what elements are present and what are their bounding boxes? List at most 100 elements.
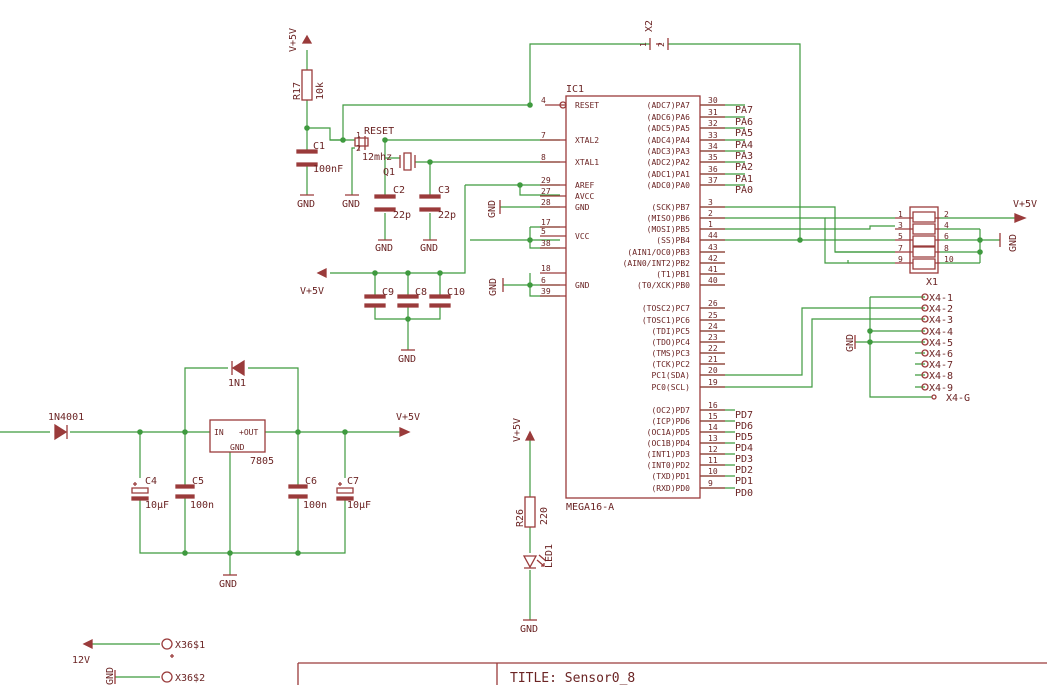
- d-in-ref: 1N4001: [48, 412, 84, 423]
- ic1-pin-name: (ADC7)PA7: [647, 101, 691, 110]
- ic1-pin-number: 17: [541, 218, 551, 227]
- ic1-pin-name: (TDI)PC5: [651, 327, 690, 336]
- ic1-pin-name: (RXD)PD0: [651, 484, 690, 493]
- vcc-label-supply: V+5V: [396, 412, 420, 423]
- x4-pin-label: X4-4: [929, 327, 953, 338]
- x2-pin2: 2: [657, 42, 666, 47]
- ic1-pin-name: (ICP)PD6: [651, 417, 690, 426]
- ic1-ref: IC1: [566, 84, 584, 95]
- gnd-label-x1: GND: [1008, 234, 1019, 252]
- x1-pin-number: 9: [898, 255, 903, 264]
- d1-ref: 1N1: [228, 378, 246, 389]
- c1-ref: C1: [313, 141, 325, 152]
- ic1-pin-number: 13: [708, 434, 718, 443]
- ic1-pin-name: (OC2)PD7: [651, 406, 690, 415]
- x1-ref: X1: [926, 277, 938, 288]
- x1-pin-number: 10: [944, 255, 954, 264]
- net-label: PA5: [735, 128, 753, 139]
- x4-pin-mark: [921, 293, 929, 301]
- ic1-pin-name: PC1(SDA): [651, 371, 690, 380]
- c4-ref: C4: [145, 476, 157, 487]
- ic1-pin-number: 28: [541, 198, 551, 207]
- vin-label: 12V: [72, 655, 90, 666]
- gnd-label-c2: GND: [375, 243, 393, 254]
- ic1-pin-name: (T0/XCK)PB0: [637, 281, 690, 290]
- ic1-pin-name: (SS)PB4: [656, 236, 690, 245]
- ic1-pin-number: 4: [541, 96, 546, 105]
- c1: C1 100nF: [296, 141, 343, 175]
- reset-pin2: 2: [356, 144, 361, 153]
- ic1-pin-name: VCC: [575, 232, 590, 241]
- ic1-pin-name: (AIN1/OC0)PB3: [627, 248, 690, 257]
- ic1-pin-number: 16: [708, 401, 718, 410]
- ic1-pin-name: (ADC0)PA0: [647, 181, 691, 190]
- vcc-label-top: V+5V: [288, 28, 299, 52]
- ic1-pin-number: 30: [708, 96, 718, 105]
- ic1-pin-name: (TXD)PD1: [651, 472, 690, 481]
- x4-pin-mark: [931, 394, 937, 400]
- ic1-pin-name: (ADC2)PA2: [647, 158, 691, 167]
- ic1-pin-name: GND: [575, 281, 590, 290]
- c7: C7 10µF: [336, 476, 371, 511]
- x4-pin-mark: [921, 304, 929, 312]
- ic1-pin-number: 22: [708, 344, 718, 353]
- vcc-label-led: V+5V: [512, 418, 523, 442]
- x1-pin-number: 3: [898, 221, 903, 230]
- c4: C4 10µF: [131, 476, 169, 511]
- gnd-label-supply: GND: [219, 579, 237, 590]
- x2-pin1: 1: [639, 42, 648, 47]
- ic1-pin-name: (T1)PB1: [656, 270, 690, 279]
- vcc-label-left: V+5V: [300, 286, 324, 297]
- ic1-pin-name: (SCK)PB7: [651, 203, 690, 212]
- ic1-pin-number: 35: [708, 153, 718, 162]
- ic1-pin-number: 43: [708, 243, 718, 252]
- c10-ref: C10: [447, 287, 465, 298]
- r26-value: 220: [539, 507, 550, 525]
- ic1-pin-name: (MOSI)PB5: [647, 225, 691, 234]
- ic1-pin-number: 14: [708, 423, 718, 432]
- x1-pin-number: 6: [944, 232, 949, 241]
- ic1-pin-number: 3: [708, 198, 713, 207]
- ic1-pin-number: 27: [541, 187, 551, 196]
- ic1-pin-name: AVCC: [575, 192, 594, 201]
- ic1-pin-number: 10: [708, 467, 718, 476]
- diode-1n4001: 1N4001: [48, 412, 84, 441]
- ic1-pin-name: XTAL2: [575, 136, 599, 145]
- title-block: TITLE: Sensor0_8: [297, 662, 1047, 685]
- ic1-pin-name: (ADC6)PA6: [647, 113, 691, 122]
- c5: C5 100n: [175, 476, 214, 511]
- x36-pin1: X36$1: [175, 640, 205, 651]
- x36-pin2: X36$2: [175, 673, 205, 684]
- r17: R17 10k: [292, 69, 326, 101]
- ic1-pin-name: (MISO)PB6: [647, 214, 691, 223]
- gnd-label-reset: GND: [342, 199, 360, 210]
- gnd-label-ic6: GND: [488, 278, 499, 296]
- c6: C6 100n: [288, 476, 327, 511]
- net-label: PD0: [735, 488, 753, 499]
- net-label: PA3: [735, 151, 753, 162]
- ic1-part: MEGA16-A: [566, 502, 614, 513]
- x4-pin-label: X4-1: [929, 293, 953, 304]
- reset-switch: RESET 1 2: [354, 126, 394, 153]
- x1-pin-number: 1: [898, 210, 903, 219]
- reg-part: 7805: [250, 456, 274, 467]
- c5-value: 100n: [190, 500, 214, 511]
- c2-value: 22p: [393, 210, 411, 221]
- ic1-pin-number: 42: [708, 254, 718, 263]
- x4-pin-label: X4-9: [929, 383, 953, 394]
- c10: C10: [429, 287, 465, 308]
- r17-ref: R17: [292, 82, 303, 100]
- x4-pin-label: X4-8: [929, 371, 953, 382]
- ic1-pin-number: 26: [708, 299, 718, 308]
- ic1-pin-number: 37: [708, 176, 718, 185]
- ic1-pin-number: 32: [708, 119, 718, 128]
- reg-out: +OUT: [239, 428, 258, 437]
- ic1-pin-name: (TOSC2)PC7: [642, 304, 690, 313]
- reset-ref: RESET: [364, 126, 394, 137]
- ic1-pin-name: (ADC3)PA3: [647, 147, 691, 156]
- ic1-pin-number: 12: [708, 445, 718, 454]
- q1-value: 12mhz: [362, 152, 392, 163]
- x4-pin-label: X4-3: [929, 315, 953, 326]
